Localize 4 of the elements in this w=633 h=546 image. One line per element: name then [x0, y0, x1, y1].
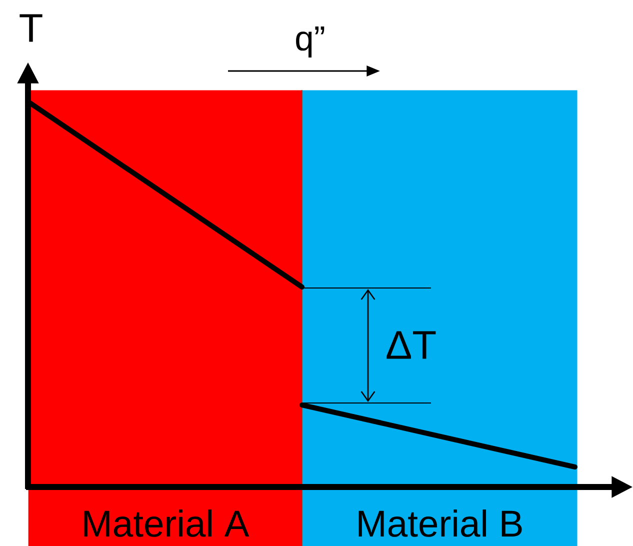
material-band: Material A [28, 90, 302, 546]
delta-label: ΔT [386, 331, 436, 359]
axis-label: T [20, 14, 42, 42]
flux-label: q” [296, 26, 324, 58]
